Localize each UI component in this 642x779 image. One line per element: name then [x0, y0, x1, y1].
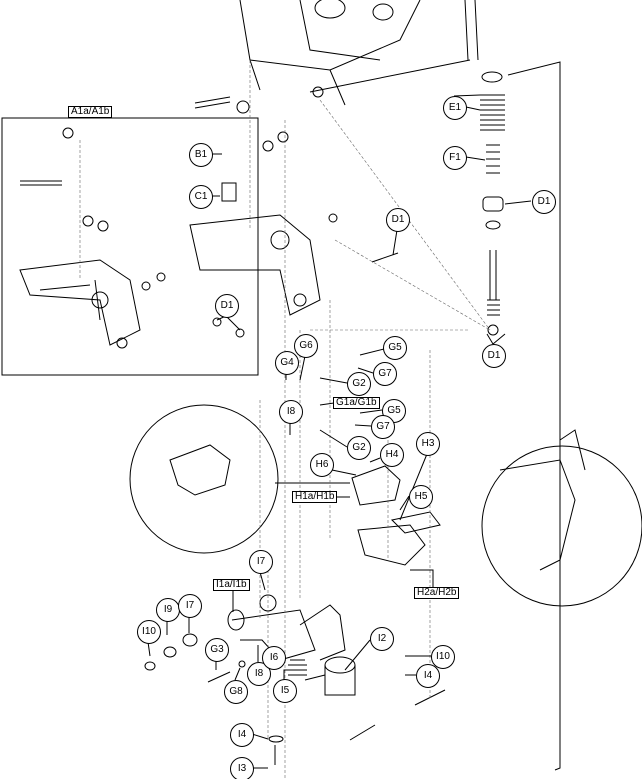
callout-I10: I10 — [431, 645, 455, 669]
detail-view-left — [129, 404, 279, 554]
callout-H3: H3 — [416, 432, 440, 456]
callout-G2: G2 — [347, 372, 371, 396]
callout-G7: G7 — [371, 415, 395, 439]
callout-G1a-G1b: G1a/G1b — [333, 397, 380, 409]
callout-H5: H5 — [409, 485, 433, 509]
callout-I2: I2 — [370, 627, 394, 651]
callout-I7: I7 — [249, 550, 273, 574]
callout-I3: I3 — [230, 757, 254, 779]
callout-I8: I8 — [279, 400, 303, 424]
shock-absorber — [480, 61, 561, 771]
callout-D1: D1 — [482, 344, 506, 368]
footplate-mount — [357, 524, 426, 566]
callout-I10: I10 — [137, 620, 161, 644]
inset-box — [1, 117, 259, 376]
callout-I1a-I1b: I1a/I1b — [213, 579, 250, 591]
callout-I4: I4 — [416, 664, 440, 688]
callout-D1: D1 — [215, 294, 239, 318]
callout-H1a-H1b: H1a/H1b — [292, 491, 338, 503]
callout-G8: G8 — [224, 680, 248, 704]
callout-E1: E1 — [443, 96, 467, 120]
callout-I5: I5 — [273, 679, 297, 703]
main-bracket — [189, 96, 399, 338]
callout-I9: I9 — [156, 598, 180, 622]
callout-F1: F1 — [443, 146, 467, 170]
callout-G4: G4 — [275, 351, 299, 375]
callout-C1: C1 — [189, 185, 213, 209]
callout-I6: I6 — [262, 646, 286, 670]
callout-H2a-H2b: H2a/H2b — [414, 587, 460, 599]
chassis-frame — [239, 0, 479, 106]
callout-I4: I4 — [230, 723, 254, 747]
detail-view-right — [481, 445, 642, 607]
callout-H6: H6 — [310, 453, 334, 477]
callout-G6: G6 — [294, 334, 318, 358]
callout-G7: G7 — [373, 362, 397, 386]
callout-G2: G2 — [347, 436, 371, 460]
callout-H4: H4 — [380, 443, 404, 467]
callout-D1: D1 — [532, 190, 556, 214]
callout-G3: G3 — [205, 638, 229, 662]
footplate-hanger — [351, 465, 401, 506]
leader-lines — [147, 94, 532, 769]
callout-B1: B1 — [189, 143, 213, 167]
inset-bracket — [19, 127, 166, 349]
callout-D1: D1 — [386, 208, 410, 232]
caster-arm — [144, 594, 446, 765]
callout-I7: I7 — [178, 594, 202, 618]
callout-G5: G5 — [383, 336, 407, 360]
callout-A1a-A1b: A1a/A1b — [68, 106, 113, 118]
